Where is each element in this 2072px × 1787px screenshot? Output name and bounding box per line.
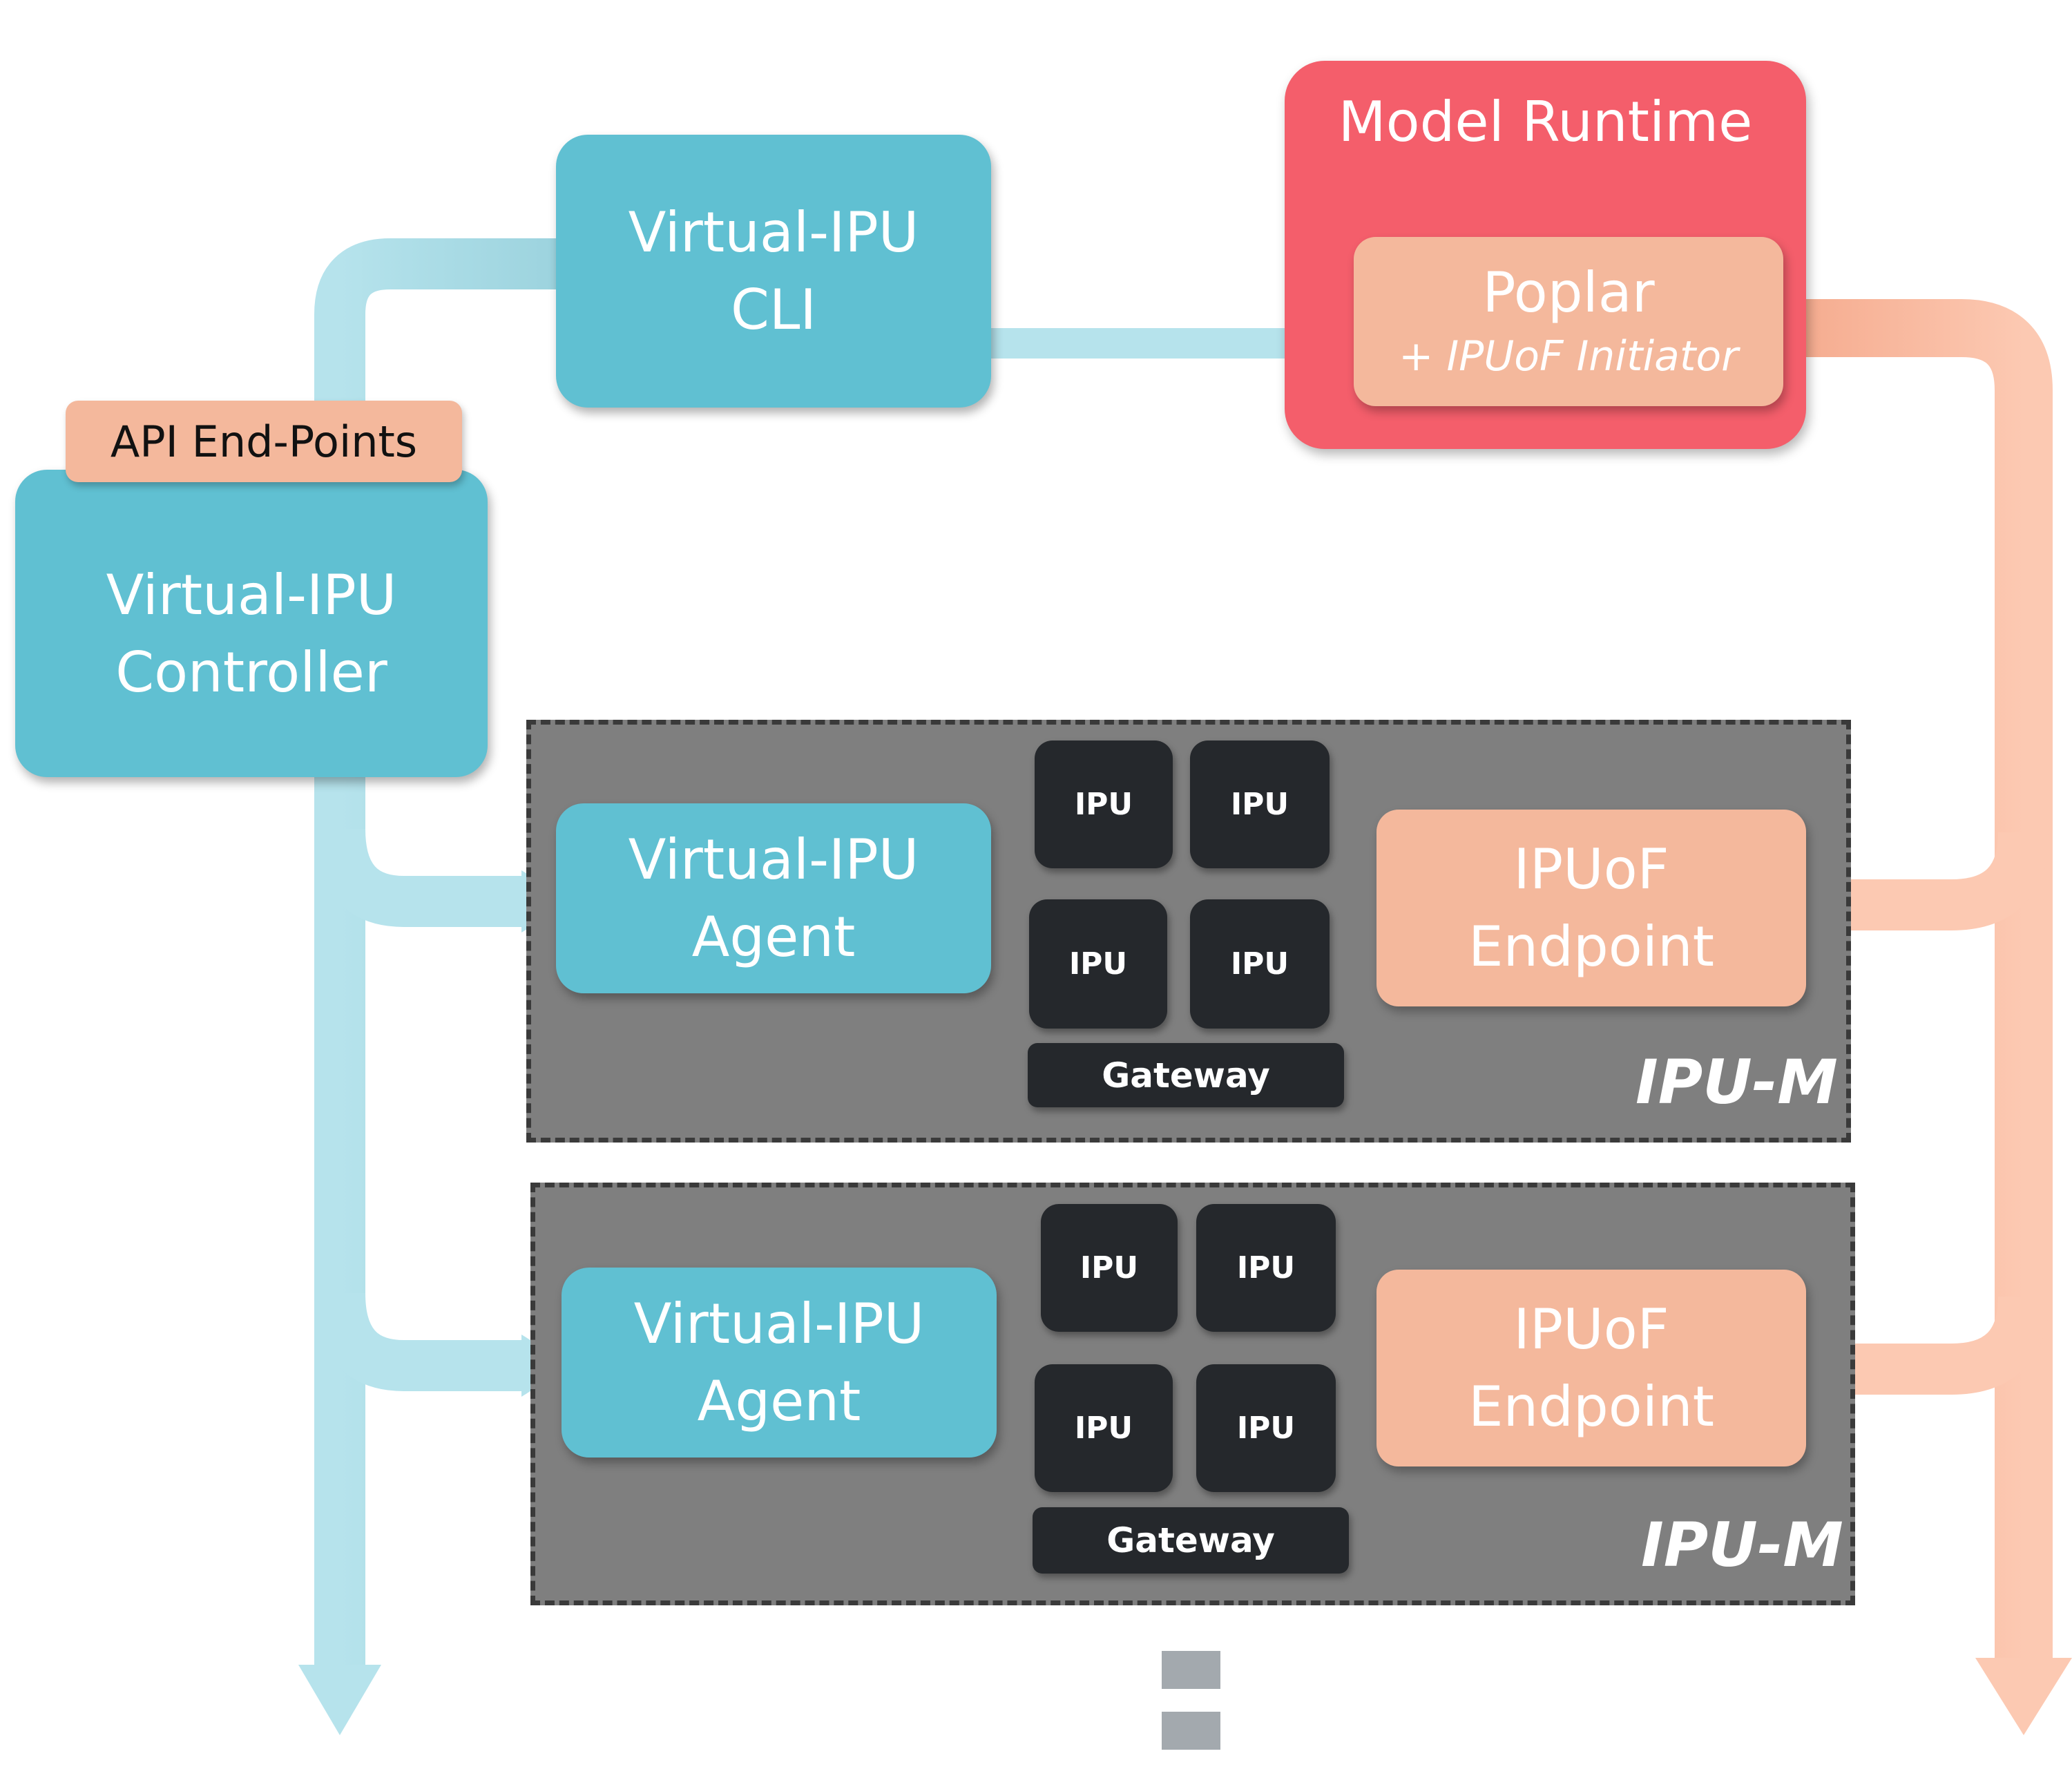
model-runtime-title: Model Runtime	[1338, 90, 1753, 154]
ipu-chip: IPU	[1035, 1364, 1173, 1492]
virtual-ipu-controller-box: Virtual-IPU Controller	[15, 470, 488, 777]
controller-to-agent2-flow	[314, 1292, 525, 1391]
agent2-line1: Virtual-IPU	[633, 1291, 925, 1356]
agent1-line1: Virtual-IPU	[628, 827, 919, 892]
continuation-mark	[1162, 1651, 1220, 1689]
ipu-chip: IPU	[1196, 1204, 1336, 1332]
gateway-bar: Gateway	[1033, 1507, 1349, 1574]
agent2-line2: Agent	[697, 1368, 861, 1433]
ipu-chip: IPU	[1029, 899, 1167, 1029]
ipu-m-label-1: IPU-M	[1635, 1047, 1838, 1118]
endpoint2-line1: IPUoF	[1513, 1297, 1669, 1361]
ipu-chip: IPU	[1041, 1204, 1178, 1332]
poplar-box: Poplar + IPUoF Initiator	[1354, 237, 1783, 406]
virtual-ipu-agent-2: Virtual-IPU Agent	[562, 1268, 997, 1458]
virtual-ipu-agent-1: Virtual-IPU Agent	[556, 803, 991, 993]
gateway-bar: Gateway	[1028, 1043, 1344, 1107]
virtual-ipu-cli-box: Virtual-IPU CLI	[556, 135, 991, 408]
ipuof-endpoint-1: IPUoF Endpoint	[1376, 810, 1806, 1006]
ipu-chip: IPU	[1035, 740, 1173, 868]
endpoint1-line1: IPUoF	[1513, 837, 1669, 901]
endpoint1-line2: Endpoint	[1468, 914, 1715, 979]
cli-line2: CLI	[730, 277, 817, 342]
cli-to-controller-flow	[314, 238, 559, 1665]
agent1-line2: Agent	[691, 904, 856, 969]
controller-line2: Controller	[115, 640, 387, 705]
api-endpoints-tag: API End-Points	[66, 401, 462, 482]
poplar-title: Poplar	[1482, 260, 1655, 325]
poplar-subtitle: + IPUoF Initiator	[1399, 332, 1738, 381]
continuation-mark	[1162, 1712, 1220, 1750]
ipu-chip: IPU	[1190, 899, 1330, 1029]
endpoint2-line2: Endpoint	[1468, 1374, 1715, 1439]
ipu-m-label-2: IPU-M	[1641, 1509, 1843, 1580]
ipu-chip: IPU	[1196, 1364, 1336, 1492]
controller-line1: Virtual-IPU	[106, 562, 397, 627]
controller-to-agent1-flow	[314, 828, 525, 927]
api-endpoints-label: API End-Points	[110, 416, 418, 467]
peach-down-arrowhead	[1975, 1658, 2072, 1735]
ipuof-endpoint-2: IPUoF Endpoint	[1376, 1270, 1806, 1466]
cli-line1: Virtual-IPU	[628, 200, 919, 265]
poplar-to-endpoints-flow	[1778, 299, 2053, 1658]
flow-to-endpoint1	[1848, 831, 2049, 930]
flow-to-endpoint2	[1848, 1295, 2049, 1395]
ipu-chip: IPU	[1190, 740, 1330, 868]
teal-down-arrowhead	[298, 1665, 381, 1735]
